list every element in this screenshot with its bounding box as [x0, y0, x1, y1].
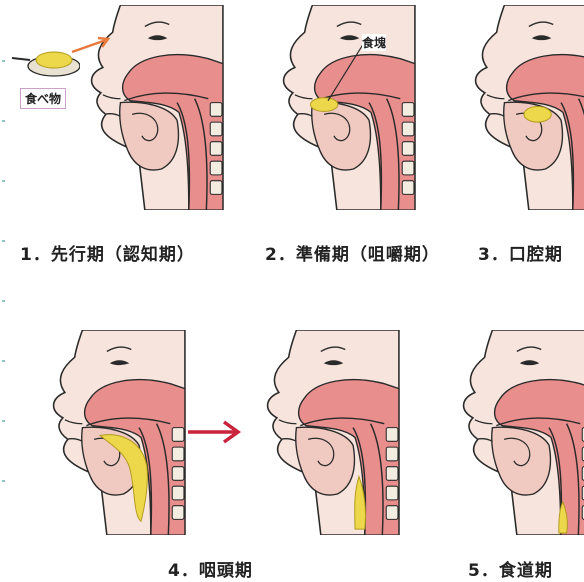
bolus-tongue [524, 107, 551, 123]
stage-3-illustration [434, 5, 584, 210]
stage-4b-illustration [226, 330, 402, 535]
bolus-mouth [310, 98, 337, 112]
sight-arrow-icon [68, 36, 112, 62]
bolus-label: 食塊 [362, 34, 386, 51]
stage-3-caption: 3．口腔期 [478, 240, 563, 265]
left-edge-dots [0, 0, 8, 578]
stage-5-illustration [422, 330, 584, 535]
food-label: 食べ物 [20, 88, 66, 109]
stage-2-caption: 2．準備期（咀嚼期） [265, 240, 440, 265]
stage-1-caption: 1．先行期（認知期） [20, 240, 195, 265]
stage-4-illustration [12, 330, 188, 535]
stage-4-caption: 4．咽頭期 [168, 556, 253, 581]
stage-2-illustration [242, 5, 418, 210]
stage-5-caption: 5．食道期 [468, 556, 553, 581]
